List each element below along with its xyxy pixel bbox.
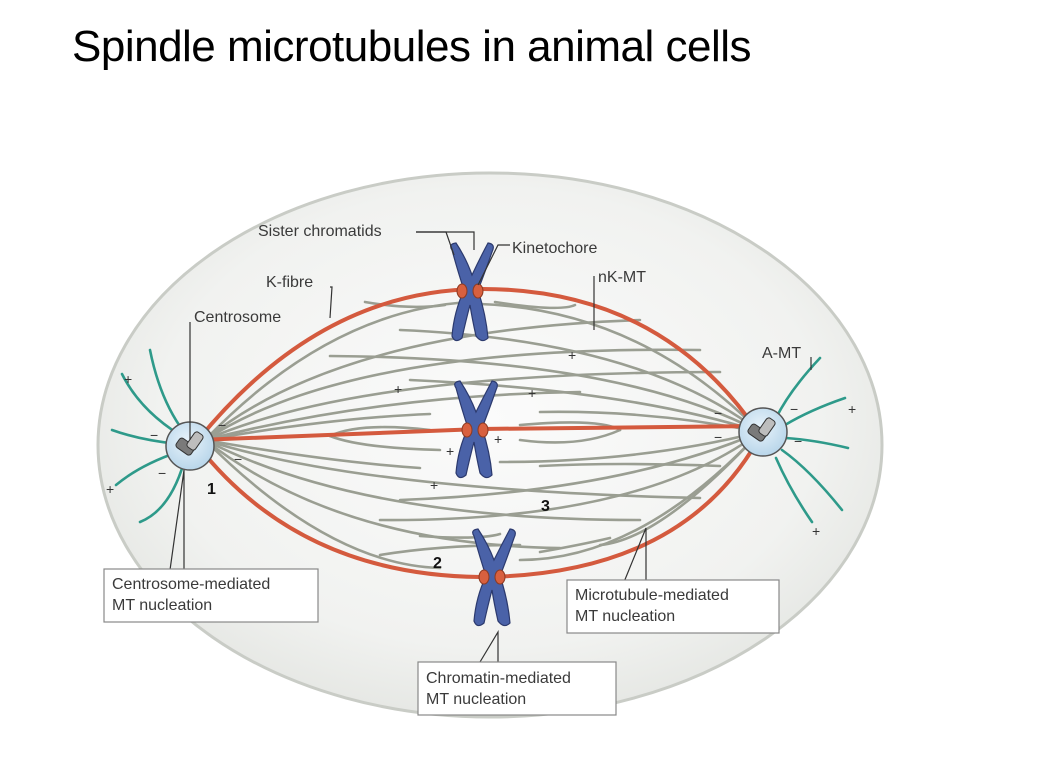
label-sister-chromatids: Sister chromatids <box>258 223 382 240</box>
plus-sign: + <box>568 347 576 363</box>
slide-title: Spindle microtubules in animal cells <box>72 22 752 71</box>
plus-sign: + <box>446 443 454 459</box>
callout-centrosome-mediated: Centrosome-mediated MT nucleation <box>103 568 319 623</box>
callout-chromatin-mediated: Chromatin-mediated MT nucleation <box>417 661 617 716</box>
leader-lines <box>169 231 812 663</box>
label-k-fibre: K-fibre <box>266 274 313 291</box>
plus-sign: + <box>124 371 132 387</box>
label-a-mt: A-MT <box>762 345 801 362</box>
minus-sign: − <box>714 405 722 421</box>
svg-text:MT nucleation: MT nucleation <box>426 691 526 708</box>
plus-sign: + <box>812 523 820 539</box>
number-1: 1 <box>207 481 216 498</box>
svg-text:Chromatin-mediated: Chromatin-mediated <box>426 670 571 687</box>
number-3: 3 <box>541 498 550 515</box>
minus-sign: − <box>150 427 158 443</box>
polarity-signs: + + − − − − + + + + + + − − − − + + <box>106 347 856 539</box>
plus-sign: + <box>394 381 402 397</box>
plus-sign: + <box>848 401 856 417</box>
minus-sign: − <box>218 417 226 433</box>
plus-sign: + <box>494 431 502 447</box>
centrosome-right <box>738 407 788 457</box>
svg-text:Microtubule-mediated: Microtubule-mediated <box>575 587 729 604</box>
label-centrosome: Centrosome <box>194 309 281 326</box>
callout-microtubule-mediated: Microtubule-mediated MT nucleation <box>566 579 780 634</box>
plus-sign: + <box>528 385 536 401</box>
centrosome-left <box>165 421 215 471</box>
minus-sign: − <box>714 429 722 445</box>
astral-microtubules-right <box>774 356 850 524</box>
plus-sign: + <box>106 481 114 497</box>
chromosome-top <box>450 242 494 342</box>
plus-sign: + <box>430 477 438 493</box>
svg-text:MT nucleation: MT nucleation <box>112 597 212 614</box>
number-2: 2 <box>433 555 442 572</box>
minus-sign: − <box>790 401 798 417</box>
minus-sign: − <box>158 465 166 481</box>
svg-text:MT nucleation: MT nucleation <box>575 608 675 625</box>
label-kinetochore: Kinetochore <box>512 240 597 257</box>
chromosome-middle <box>454 380 498 479</box>
spindle-microtubules <box>203 300 762 570</box>
minus-sign: − <box>794 433 802 449</box>
svg-text:Centrosome-mediated: Centrosome-mediated <box>112 576 270 593</box>
chromosome-bottom <box>472 528 516 627</box>
label-nk-mt: nK-MT <box>598 269 646 286</box>
minus-sign: − <box>234 451 242 467</box>
